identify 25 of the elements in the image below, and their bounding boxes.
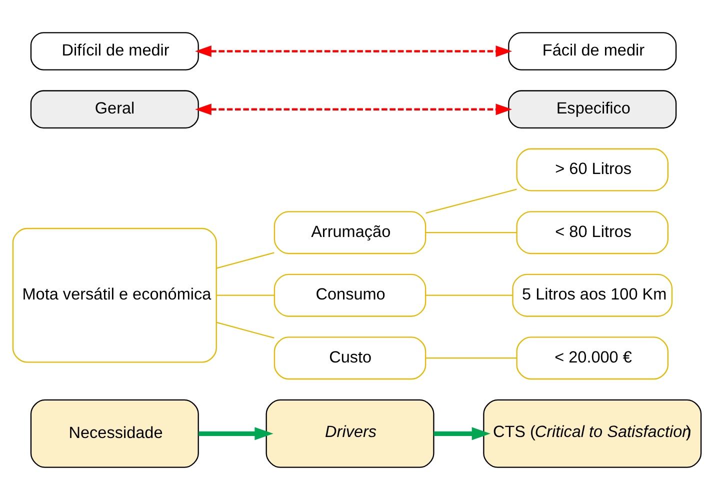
connector [426,294,512,296]
node-box: > 60 Litros [516,148,668,191]
node-box: < 80 Litros [516,210,668,254]
node-box: Difícil de medir [30,32,199,70]
arrow [198,426,274,440]
connector [426,357,517,358]
connector [216,321,274,338]
node-box: 5 Litros aos 100 Km [512,273,673,316]
node-box: Arrumação [274,210,426,254]
node-box: Geral [30,90,199,128]
node-box: Custo [274,336,426,380]
connector [426,231,517,233]
node-box: Consumo [274,273,426,316]
arrow [434,426,490,440]
arrow [195,45,512,56]
connector [216,294,274,296]
arrow [195,103,512,115]
node-box: < 20.000 € [516,336,668,380]
node-box: Drivers [266,398,434,468]
connector [426,188,517,214]
node-box: Mota versátil e económica [12,227,217,362]
node-box: Especifico [508,90,677,128]
node-box: Necessidade [30,398,199,468]
connector [216,252,274,268]
node-box: Fácil de medir [508,32,677,70]
